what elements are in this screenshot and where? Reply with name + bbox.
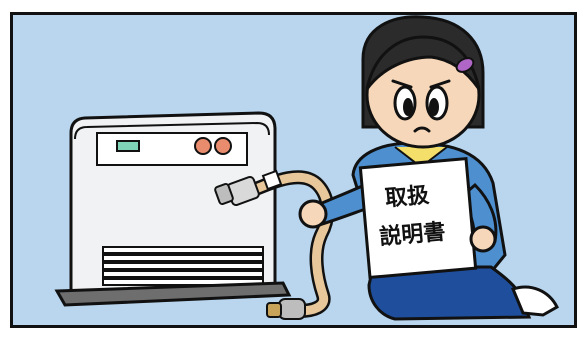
hand-icon (469, 225, 497, 253)
instruction-manual: 取扱 説明書 (358, 156, 478, 280)
mouth-icon (413, 126, 431, 133)
pants (367, 265, 532, 321)
girl-character: 取扱 説明書 (298, 15, 559, 321)
manual-page (358, 156, 478, 280)
knob-icon (214, 137, 232, 155)
hand-icon (298, 199, 328, 229)
heater (54, 111, 292, 307)
heater-base (54, 281, 292, 307)
vent-grille (102, 246, 264, 286)
hair-clip-icon (455, 57, 475, 73)
hose-end-fitting-icon (266, 298, 306, 320)
display-indicator (116, 140, 140, 152)
manual-title-line1: 取扱 (384, 183, 431, 212)
sock (510, 285, 559, 317)
hose-clip-icon (261, 169, 283, 191)
manual-title-line2: 説明書 (378, 219, 446, 251)
illustration-canvas: 取扱 説明書 (54, 15, 559, 321)
knob-icon (194, 137, 212, 155)
hose-connector-icon (214, 176, 260, 206)
gas-hose (214, 169, 335, 320)
illustration-panel: 取扱 説明書 (10, 12, 577, 328)
